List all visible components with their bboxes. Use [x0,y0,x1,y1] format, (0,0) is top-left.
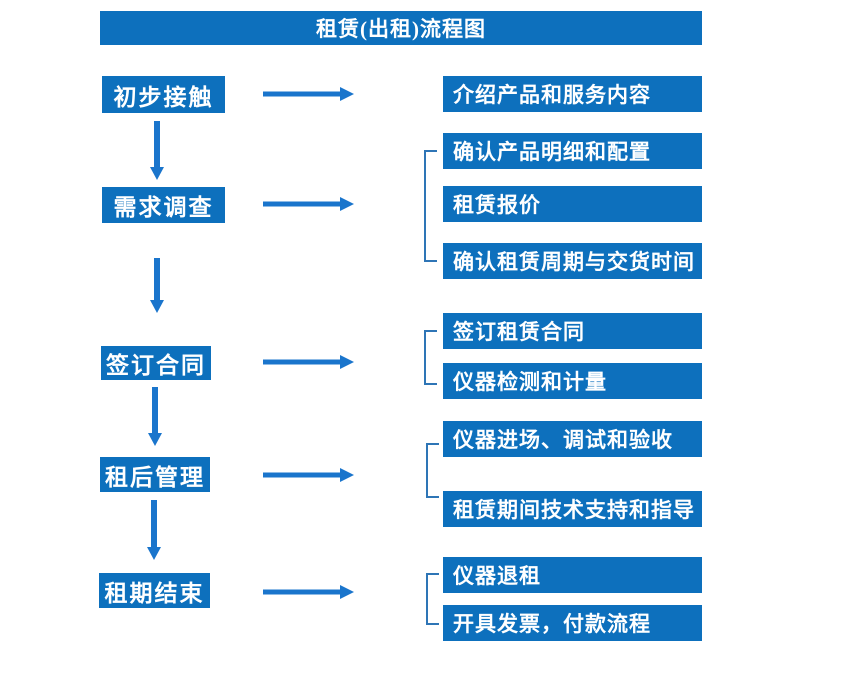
step-box-initial-contact: 初步接触 [102,76,225,113]
arrow-down-4 [147,500,161,560]
detail-box-rental-quote: 租赁报价 [443,186,702,222]
arrow-head-icon [340,355,354,369]
bracket-post-rental-group [426,443,439,498]
detail-box-introduce-products: 介绍产品和服务内容 [443,76,702,112]
detail-box-instrument-testing: 仪器检测和计量 [443,363,702,399]
arrow-right-post-rental [263,468,354,482]
arrow-head-icon [148,433,162,446]
detail-box-sign-rental-contract: 签订租赁合同 [443,313,702,349]
detail-box-invoice-payment: 开具发票，付款流程 [443,605,702,641]
step-box-needs-survey: 需求调查 [102,187,225,223]
detail-box-instrument-setup-acceptance: 仪器进场、调试和验收 [443,421,702,457]
detail-box-confirm-product-config: 确认产品明细和配置 [443,133,702,169]
arrow-head-icon [147,547,161,560]
arrow-head-icon [340,585,354,599]
step-box-sign-contract: 签订合同 [101,346,211,380]
arrow-right-needs-survey [263,197,354,211]
step-box-post-rental-management: 租后管理 [100,457,210,492]
arrow-right-sign-contract [263,355,354,369]
detail-box-technical-support: 租赁期间技术支持和指导 [443,491,702,527]
bracket-needs-survey-group [424,150,437,262]
arrow-head-icon [340,468,354,482]
detail-box-confirm-period-delivery: 确认租赁周期与交货时间 [443,243,702,279]
bracket-lease-end-group [426,573,439,625]
bracket-sign-contract-group [424,330,437,385]
arrow-head-icon [150,300,164,313]
arrow-right-lease-end [263,585,354,599]
arrow-head-icon [340,197,354,211]
flowchart-title: 租赁(出租)流程图 [100,11,702,45]
detail-box-instrument-return: 仪器退租 [443,557,702,593]
arrow-down-1 [150,121,164,180]
arrow-right-initial-contact [263,87,354,101]
arrow-down-3 [148,387,162,446]
arrow-down-2 [150,258,164,313]
arrow-head-icon [150,167,164,180]
arrow-head-icon [340,87,354,101]
step-box-lease-end: 租期结束 [99,573,210,608]
